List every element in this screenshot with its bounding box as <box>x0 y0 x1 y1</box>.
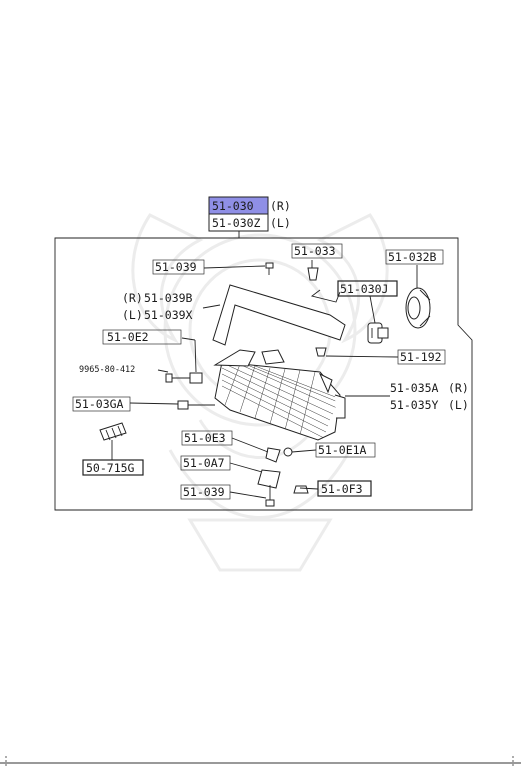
callout-51-039-top[interactable]: 51-039 <box>155 260 197 274</box>
callout-51-0e2[interactable]: 51-0E2 <box>107 330 149 344</box>
callout-9965-80-412[interactable]: 9965-80-412 <box>79 365 135 375</box>
header-primary-code[interactable]: 51-030 <box>212 199 254 213</box>
header-highlight <box>209 197 268 214</box>
headlamp-body <box>213 349 346 441</box>
callout-51-03ga[interactable]: 51-03GA <box>75 397 124 411</box>
callout-51-0f3[interactable]: 51-0F3 <box>321 482 363 496</box>
callout-51-0a7[interactable]: 51-0A7 <box>183 456 225 470</box>
clip-51-192-icon <box>315 347 327 357</box>
adjuster-screw-icon <box>165 372 203 384</box>
callout-51-039x[interactable]: 51-039X <box>144 308 193 322</box>
callout-51-033[interactable]: 51-033 <box>294 244 336 258</box>
nut-51-0f3-icon <box>293 485 309 494</box>
callout-51-0e1a[interactable]: 51-0E1A <box>318 443 367 457</box>
callout-51-192[interactable]: 51-192 <box>400 350 442 364</box>
header-primary-side: (R) <box>270 199 291 213</box>
callout-51-035a[interactable]: 51-035A <box>390 381 439 395</box>
side-label-l: (L) <box>122 308 143 322</box>
bulb-socket-icon <box>405 287 431 329</box>
callout-51-039b[interactable]: 51-039B <box>144 291 193 305</box>
mounting-bolt-icon <box>177 400 215 410</box>
clip-51-033-icon <box>307 267 319 281</box>
assembly-frame <box>54 231 473 511</box>
callout-51-035a-side: (R) <box>448 381 469 395</box>
side-label-r: (R) <box>122 291 143 305</box>
callout-51-035y[interactable]: 51-035Y <box>390 398 439 412</box>
screw-top-icon <box>265 262 274 275</box>
clip-51-0e3-icon <box>265 447 281 463</box>
bulb-icon <box>367 322 389 344</box>
bracket <box>212 284 346 346</box>
callout-50-715g[interactable]: 50-715G <box>86 461 135 475</box>
connector-50-715g-icon <box>99 422 127 441</box>
callout-51-030j[interactable]: 51-030J <box>340 282 388 296</box>
callout-51-0e3[interactable]: 51-0E3 <box>184 431 226 445</box>
callout-51-035y-side: (L) <box>448 398 469 412</box>
header-secondary-code[interactable]: 51-030Z <box>212 216 261 230</box>
bracket-51-0a7-icon <box>257 469 281 489</box>
screw-bottom-icon <box>265 485 275 507</box>
grommet-51-0e1a-icon <box>283 447 293 457</box>
callout-51-039-bottom[interactable]: 51-039 <box>183 485 225 499</box>
header-secondary-side: (L) <box>270 216 291 230</box>
callout-51-032b[interactable]: 51-032B <box>388 250 437 264</box>
